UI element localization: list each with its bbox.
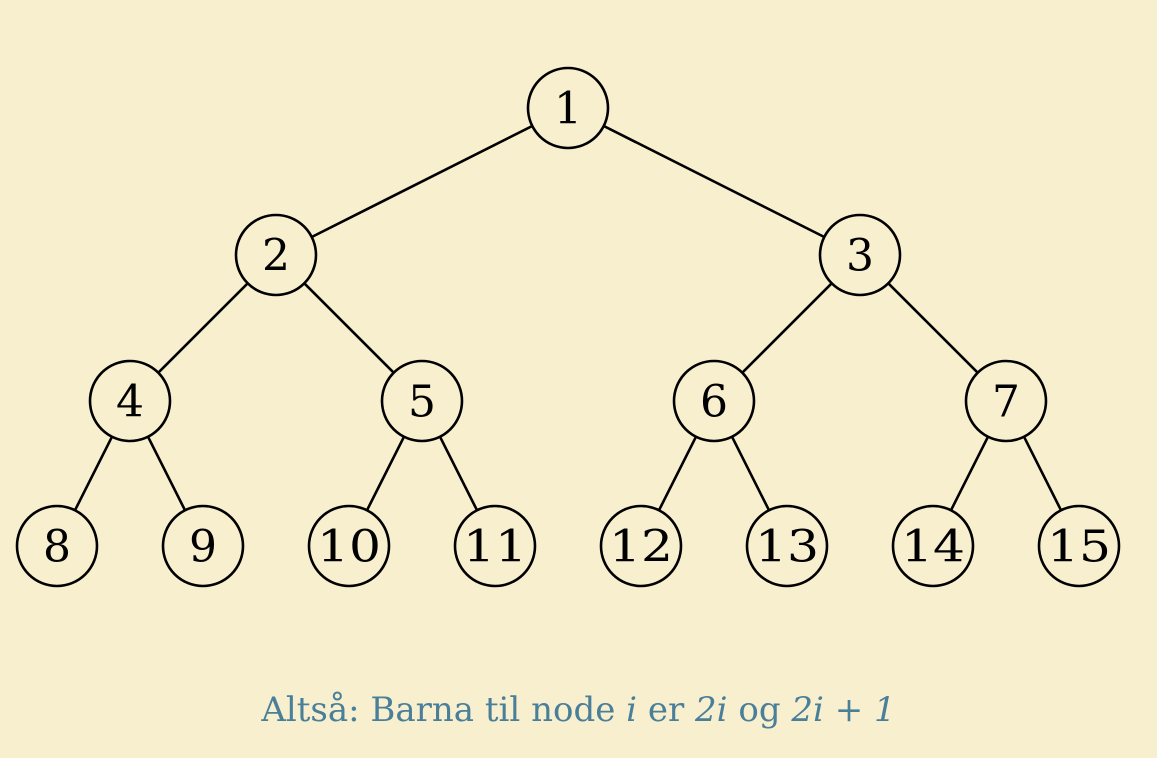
edge-7-15 <box>1022 435 1063 512</box>
edge-3-6 <box>740 281 834 375</box>
node-label-9: 9 <box>189 522 217 573</box>
tree-node-12: 12 <box>599 504 683 588</box>
node-label-13: 13 <box>755 522 819 573</box>
node-circle-14 <box>891 504 975 588</box>
caption-variable-i: i <box>626 690 638 730</box>
node-circle-3 <box>818 213 902 297</box>
node-circle-7 <box>964 359 1048 443</box>
edge-6-12 <box>657 435 698 512</box>
caption-formula-left: 2i <box>695 690 728 730</box>
node-circle-11 <box>453 504 537 588</box>
node-circle-5 <box>380 359 464 443</box>
edge-2-4 <box>156 281 250 375</box>
node-label-12: 12 <box>609 522 673 573</box>
edge-1-3 <box>602 124 826 239</box>
node-label-4: 4 <box>116 377 144 428</box>
node-circle-12 <box>599 504 683 588</box>
tree-node-13: 13 <box>745 504 829 588</box>
node-circle-8 <box>15 504 99 588</box>
tree-node-8: 8 <box>15 504 99 588</box>
node-label-11: 11 <box>463 522 527 573</box>
edge-1-2 <box>310 124 534 239</box>
tree-node-14: 14 <box>891 504 975 588</box>
edge-3-7 <box>886 281 980 375</box>
node-label-5: 5 <box>408 377 436 428</box>
node-circle-1 <box>526 66 610 150</box>
node-circle-4 <box>88 359 172 443</box>
caption: Altså: Barna til node i er 2i og 2i + 1 <box>0 686 1157 734</box>
node-label-2: 2 <box>262 231 290 282</box>
caption-conjunction: og <box>727 690 792 730</box>
tree-node-11: 11 <box>453 504 537 588</box>
caption-middle: er <box>637 690 696 730</box>
node-circle-13 <box>745 504 829 588</box>
tree-node-4: 4 <box>88 359 172 443</box>
edge-5-11 <box>438 435 479 512</box>
tree-node-15: 15 <box>1037 504 1121 588</box>
node-label-1: 1 <box>554 84 582 135</box>
node-circle-6 <box>672 359 756 443</box>
tree-node-6: 6 <box>672 359 756 443</box>
tree-node-9: 9 <box>161 504 245 588</box>
edge-6-13 <box>730 435 771 512</box>
tree-node-1: 1 <box>526 66 610 150</box>
edge-4-9 <box>146 435 187 512</box>
node-circle-10 <box>307 504 391 588</box>
node-label-7: 7 <box>992 377 1020 428</box>
node-label-3: 3 <box>846 231 874 282</box>
node-label-14: 14 <box>901 522 965 573</box>
node-circle-15 <box>1037 504 1121 588</box>
node-label-15: 15 <box>1047 522 1111 573</box>
tree-edges <box>73 124 1063 512</box>
tree-node-2: 2 <box>234 213 318 297</box>
edge-2-5 <box>302 281 396 375</box>
tree-node-3: 3 <box>818 213 902 297</box>
caption-prefix: Altså: Barna til node <box>261 690 627 730</box>
node-circle-9 <box>161 504 245 588</box>
node-circle-2 <box>234 213 318 297</box>
tree-node-10: 10 <box>307 504 391 588</box>
node-label-6: 6 <box>700 377 728 428</box>
tree-node-5: 5 <box>380 359 464 443</box>
tree-node-7: 7 <box>964 359 1048 443</box>
node-label-10: 10 <box>317 522 381 573</box>
edge-7-14 <box>949 435 990 512</box>
edge-4-8 <box>73 435 114 512</box>
edge-5-10 <box>365 435 406 512</box>
caption-formula-right: 2i + 1 <box>791 690 896 730</box>
node-label-8: 8 <box>43 522 71 573</box>
